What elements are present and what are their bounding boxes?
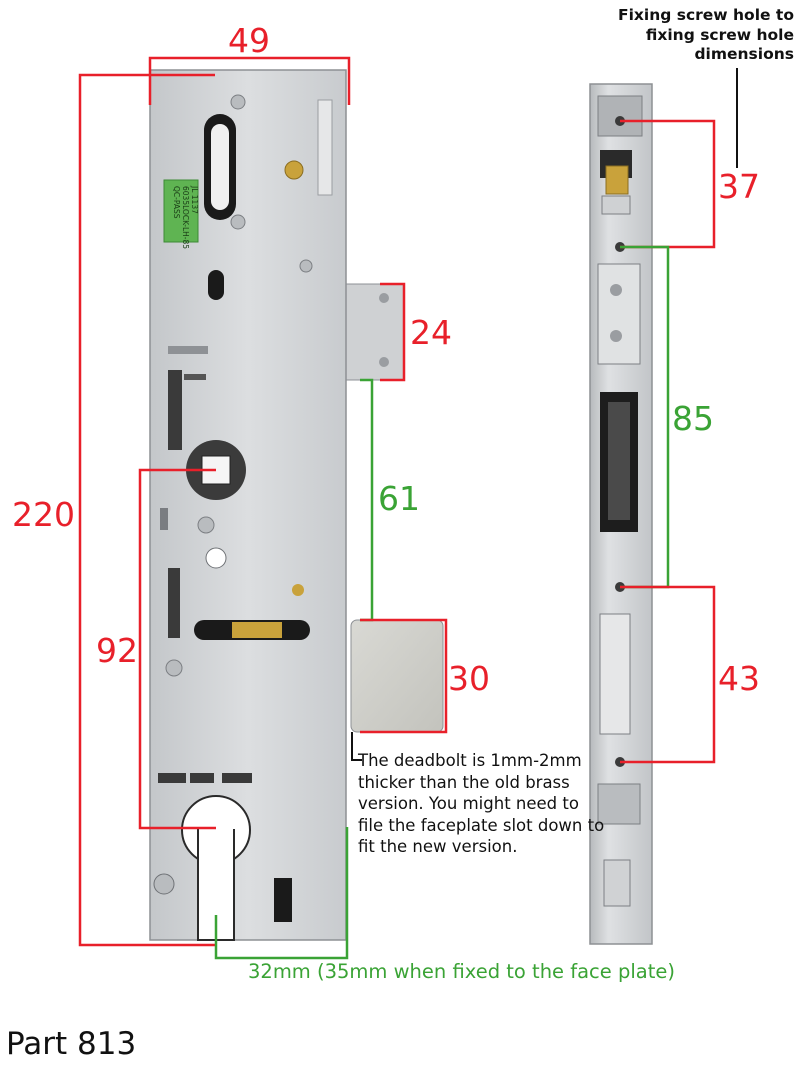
rivet xyxy=(299,259,313,273)
hook-bolt xyxy=(345,283,405,381)
faceplate-edge xyxy=(317,99,333,196)
rivet xyxy=(230,214,246,230)
deadbolt-note: The deadbolt is 1mm-2mm thicker than the… xyxy=(358,751,605,856)
dim-overall-width: 49 xyxy=(228,21,270,60)
sticker-line-2: 6035LOCK-LH-85 xyxy=(181,186,190,249)
rivet xyxy=(197,516,215,534)
dimension-labels: 49 220 24 61 30 92 37 85 43 xyxy=(12,21,760,698)
rivet xyxy=(230,94,246,110)
lock-side-view xyxy=(589,83,653,945)
dim-bottom-screw-span: 43 xyxy=(718,659,760,698)
sticker-line-3: JL 1137 xyxy=(190,185,199,214)
dim-deadbolt-height: 30 xyxy=(448,659,490,698)
dim-spindle-cylinder: 92 xyxy=(96,631,138,670)
dim-hook-height: 24 xyxy=(410,313,452,352)
hook-screw-top xyxy=(379,293,389,303)
part-number-label: Part 813 xyxy=(6,1026,137,1062)
brass-pin xyxy=(292,584,304,596)
qc-sticker: QC-PASS 6035LOCK-LH-85 JL 1137 xyxy=(163,179,199,249)
dim-hook-deadbolt-gap: 61 xyxy=(378,479,420,518)
brass-pin xyxy=(284,160,304,180)
hook-screw-bottom xyxy=(379,357,389,367)
lock-front-view: QC-PASS 6035LOCK-LH-85 JL 1137 xyxy=(149,69,444,941)
sticker-line-1: QC-PASS xyxy=(172,186,181,219)
deadbolt xyxy=(350,619,444,733)
lock-hole xyxy=(205,547,227,569)
screw-dimensions-note: Fixing screw hole to fixing screw hole d… xyxy=(618,6,794,63)
dim-top-screw-span: 37 xyxy=(718,167,760,206)
cylinder-cutout xyxy=(181,795,251,941)
dimension-lines xyxy=(78,56,738,960)
rivet xyxy=(153,873,175,895)
small-slot xyxy=(208,270,224,300)
rivet xyxy=(165,659,183,677)
width-note: 32mm (35mm when fixed to the face plate) xyxy=(248,960,675,983)
dim-overall-height: 220 xyxy=(12,495,75,534)
dim-middle-screw-span: 85 xyxy=(672,399,714,438)
